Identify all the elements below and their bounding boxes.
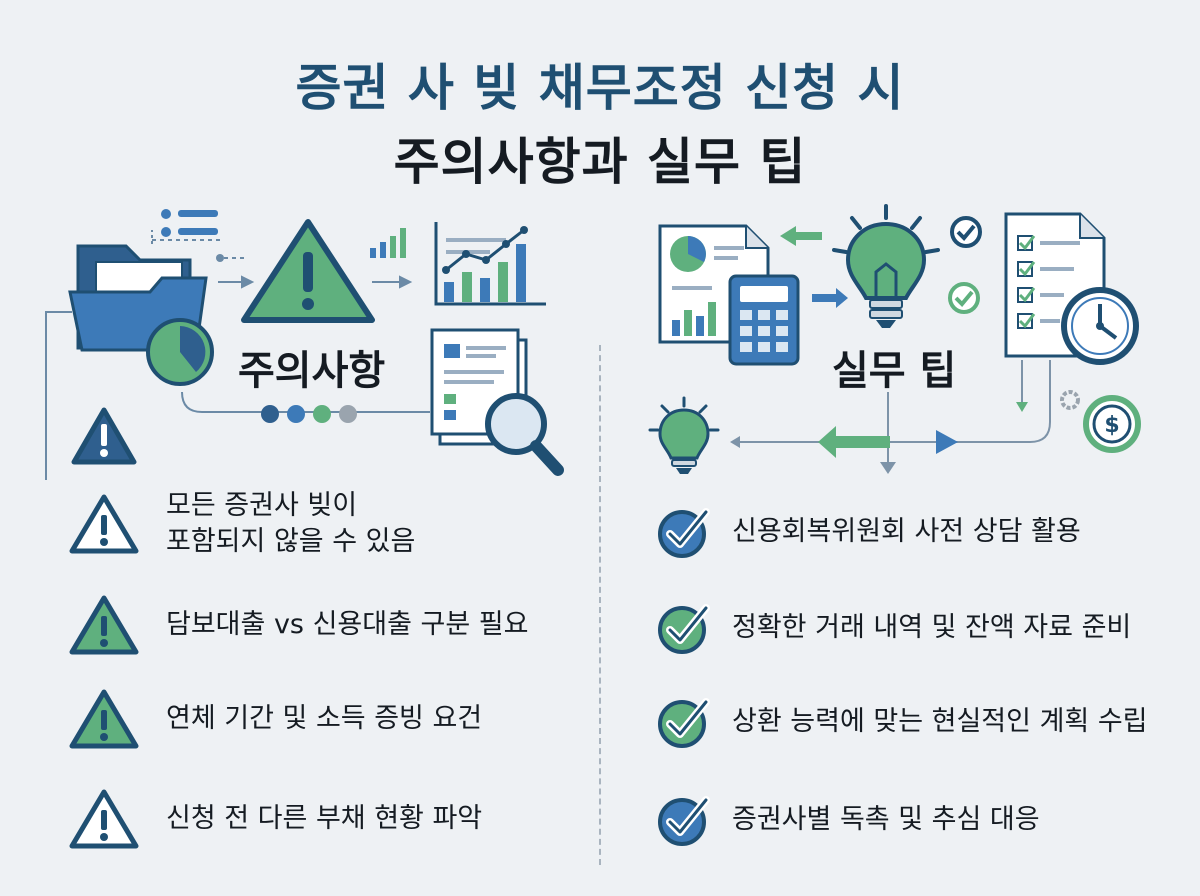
- cautions-label: 주의사항: [238, 348, 386, 394]
- double-arrow-icon: [818, 426, 958, 458]
- clock-icon: [1061, 287, 1139, 365]
- cautions-illustration: [45, 209, 564, 480]
- warning-navy-icon: [71, 407, 137, 465]
- tips-illustration: $: [648, 204, 1141, 474]
- warning-green-icon: [69, 595, 139, 655]
- tip-text: 상환 능력에 맞는 현실적인 계획 수립: [732, 706, 1148, 737]
- arrow-left-icon: [780, 226, 822, 246]
- small-lightbulb-icon: [648, 396, 720, 474]
- section-divider: [599, 345, 601, 865]
- warning-green-icon: [69, 689, 139, 749]
- progress-dots: [261, 405, 357, 423]
- connector-lines: [730, 360, 1051, 474]
- calculator-icon: [728, 274, 800, 366]
- caution-text-line2: 포함되지 않을 수 있음: [166, 526, 416, 557]
- check-circle-icon: [658, 698, 710, 748]
- list-icon: [161, 209, 218, 237]
- check-badge-icon: [948, 282, 980, 314]
- check-circle-icon: [658, 508, 710, 558]
- gear-icon: [1060, 390, 1080, 410]
- connector-lines: [45, 230, 430, 480]
- check-circle-icon: [658, 796, 710, 846]
- caution-text: 연체 기간 및 소득 증빙 요건: [166, 703, 483, 734]
- lightbulb-icon: [832, 204, 940, 328]
- caution-item: 담보대출 vs 신용대출 구분 필요: [68, 592, 528, 658]
- warning-outline-icon: [69, 494, 139, 554]
- tip-item: 신용회복위원회 사전 상담 활용: [656, 504, 1081, 560]
- tip-text: 정확한 거래 내역 및 잔액 자료 준비: [732, 612, 1132, 643]
- page-title-line1: 증권 사 빚 채무조정 신청 시: [295, 59, 905, 117]
- tips-label: 실무 팁: [832, 348, 957, 394]
- svg-text:$: $: [1104, 413, 1119, 438]
- small-bars-icon: [370, 228, 406, 258]
- bar-chart-icon: [434, 222, 546, 306]
- check-circle-icon: [658, 604, 710, 654]
- tip-item: 정확한 거래 내역 및 잔액 자료 준비: [656, 600, 1131, 656]
- check-badge-icon: [950, 216, 982, 248]
- dollar-coin-icon: $: [1083, 395, 1141, 453]
- caution-item: 신청 전 다른 부채 현황 파악: [68, 786, 482, 852]
- magnifier-icon: [485, 393, 564, 476]
- warning-outline-icon: [69, 789, 139, 849]
- page-title-line2: 주의사항과 실무 팁: [393, 133, 807, 191]
- caution-text-line1: 모든 증권사 빚이: [166, 490, 358, 521]
- tip-item: 증권사별 독촉 및 추심 대응: [656, 792, 1040, 848]
- tip-text: 신용회복위원회 사전 상담 활용: [732, 516, 1081, 547]
- warning-icon: [241, 219, 375, 323]
- caution-text: 담보대출 vs 신용대출 구분 필요: [166, 609, 529, 640]
- tip-text: 증권사별 독촉 및 추심 대응: [732, 804, 1040, 835]
- pie-clock-icon: [146, 318, 214, 386]
- caution-item: 모든 증권사 빚이 포함되지 않을 수 있음: [68, 488, 415, 560]
- folder-icon: [68, 244, 208, 352]
- caution-text: 신청 전 다른 부채 현황 파악: [166, 803, 483, 834]
- caution-item: 연체 기간 및 소득 증빙 요건: [68, 686, 482, 752]
- arrow-right-icon: [812, 288, 848, 308]
- tip-item: 상환 능력에 맞는 현실적인 계획 수립: [656, 694, 1148, 750]
